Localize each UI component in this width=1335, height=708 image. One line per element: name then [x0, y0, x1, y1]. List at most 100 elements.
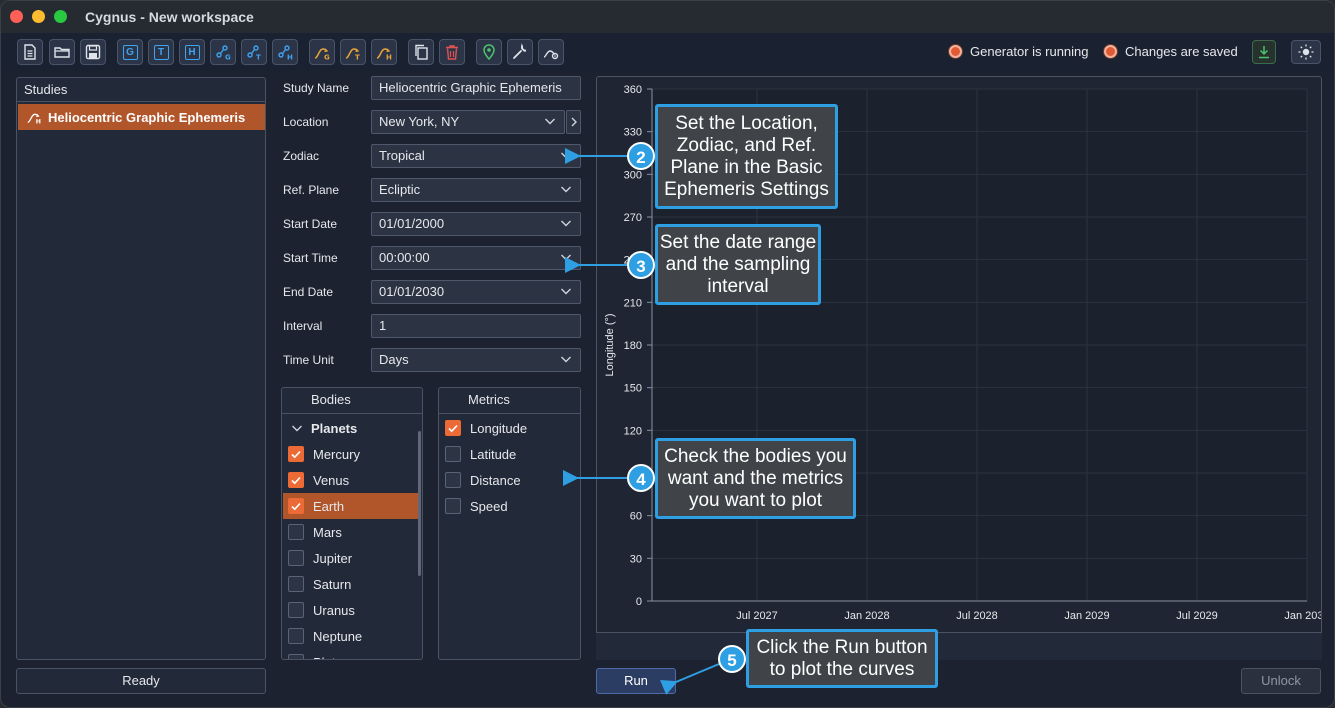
interval-input[interactable]: 1: [371, 314, 581, 338]
end-date-label: End Date: [283, 285, 334, 299]
save-button[interactable]: [80, 39, 106, 65]
start-date-picker[interactable]: 01/01/2000: [371, 212, 581, 236]
ref-plane-label: Ref. Plane: [283, 183, 340, 197]
body-item-venus[interactable]: Venus: [283, 467, 418, 493]
svg-text:H: H: [287, 54, 293, 62]
graph-h-icon: H: [278, 45, 293, 62]
ephemeris-g-button[interactable]: G: [309, 39, 335, 65]
y-tick-label: 30: [630, 553, 642, 565]
graph-g-icon: G: [216, 45, 231, 61]
metric-item-longitude[interactable]: Longitude: [440, 415, 527, 441]
theme-toggle-button[interactable]: [1291, 40, 1321, 64]
body-item-uranus[interactable]: Uranus: [283, 597, 418, 623]
ephemeris-h-icon: H: [27, 113, 41, 125]
bodies-scrollbar[interactable]: [418, 431, 421, 576]
download-button[interactable]: [1252, 40, 1276, 64]
graph-h-button[interactable]: H: [272, 39, 298, 65]
ephemeris-g-icon: G: [314, 48, 330, 61]
t-icon: T: [153, 44, 169, 60]
checkbox[interactable]: [288, 446, 304, 462]
graph-g-button[interactable]: G: [210, 39, 236, 65]
download-icon: [1259, 46, 1269, 59]
ref-plane-value: Ecliptic: [379, 182, 421, 197]
metric-item-speed[interactable]: Speed: [440, 493, 508, 519]
body-item-mercury[interactable]: Mercury: [283, 441, 418, 467]
checkbox[interactable]: [288, 524, 304, 540]
checkbox[interactable]: [445, 498, 461, 514]
chevron-down-icon: [561, 288, 571, 295]
svg-text:H: H: [36, 119, 41, 125]
body-item-label: Uranus: [313, 602, 355, 618]
location-pin-icon: [483, 44, 495, 61]
chevron-down-icon: [545, 118, 555, 125]
generator-status: Generator is running: [949, 44, 1089, 59]
arrow-5: [659, 663, 720, 695]
open-folder-button[interactable]: [49, 39, 75, 65]
minimize-window-button[interactable]: [32, 10, 45, 23]
body-item-pluto[interactable]: Pluto: [283, 649, 418, 659]
planets-group-toggle[interactable]: Planets: [283, 415, 357, 441]
checkbox[interactable]: [288, 654, 304, 659]
maximize-window-button[interactable]: [54, 10, 67, 23]
body-item-earth[interactable]: Earth: [283, 493, 418, 519]
location-pin-button[interactable]: [476, 39, 502, 65]
metric-item-latitude[interactable]: Latitude: [440, 441, 516, 467]
body-item-jupiter[interactable]: Jupiter: [283, 545, 418, 571]
y-tick-label: 300: [624, 169, 642, 181]
x-tick-label: Jan 2030: [1284, 610, 1321, 622]
callout-5-badge: 5: [718, 645, 746, 673]
h-button[interactable]: H: [179, 39, 205, 65]
run-button[interactable]: Run: [596, 668, 676, 694]
graph-t-button[interactable]: T: [241, 39, 267, 65]
new-document-button[interactable]: [17, 39, 43, 65]
close-window-button[interactable]: [10, 10, 23, 23]
new-document-icon: [24, 44, 36, 60]
location-select[interactable]: New York, NY: [371, 110, 565, 134]
delete-button[interactable]: [439, 39, 465, 65]
bodies-header: Bodies: [282, 388, 422, 414]
copy-button[interactable]: [408, 39, 434, 65]
checkbox[interactable]: [288, 550, 304, 566]
zodiac-select[interactable]: Tropical: [371, 144, 581, 168]
checkbox[interactable]: [445, 446, 461, 462]
ref-plane-select[interactable]: Ecliptic: [371, 178, 581, 202]
title-bar: Cygnus - New workspace: [1, 1, 1334, 33]
checkbox[interactable]: [288, 472, 304, 488]
wrench-button[interactable]: [507, 39, 533, 65]
planets-group-label: Planets: [311, 420, 358, 436]
checkbox[interactable]: [288, 628, 304, 644]
x-tick-label: Jan 2028: [844, 610, 889, 622]
start-time-picker[interactable]: 00:00:00: [371, 246, 581, 270]
checkbox[interactable]: [288, 576, 304, 592]
unlock-button[interactable]: Unlock: [1241, 668, 1321, 694]
time-unit-select[interactable]: Days: [371, 348, 581, 372]
metric-item-label: Distance: [470, 472, 521, 488]
checkbox[interactable]: [445, 472, 461, 488]
studies-header: Studies: [17, 78, 265, 102]
y-tick-label: 270: [624, 212, 642, 224]
g-button[interactable]: G: [117, 39, 143, 65]
end-date-picker[interactable]: 01/01/2030: [371, 280, 581, 304]
ephemeris-h-button[interactable]: H: [371, 39, 397, 65]
graph-t-icon: T: [247, 45, 261, 61]
body-item-mars[interactable]: Mars: [283, 519, 418, 545]
interval-label: Interval: [283, 319, 323, 333]
body-item-neptune[interactable]: Neptune: [283, 623, 418, 649]
checkbox[interactable]: [288, 498, 304, 514]
checkbox[interactable]: [445, 420, 461, 436]
checkbox[interactable]: [288, 602, 304, 618]
window-controls: [10, 10, 67, 23]
y-tick-label: 180: [624, 340, 642, 352]
location-details-button[interactable]: [566, 110, 581, 134]
body-item-saturn[interactable]: Saturn: [283, 571, 418, 597]
study-name-input[interactable]: Heliocentric Graphic Ephemeris: [371, 76, 581, 100]
wrench-icon: [513, 43, 527, 59]
ephemeris-t-button[interactable]: T: [340, 39, 366, 65]
t-button[interactable]: T: [148, 39, 174, 65]
settings-graph-button[interactable]: [538, 39, 564, 65]
y-tick-label: 0: [636, 596, 642, 608]
study-item[interactable]: H Heliocentric Graphic Ephemeris: [18, 104, 265, 130]
metric-item-distance[interactable]: Distance: [440, 467, 521, 493]
x-tick-label: Jul 2027: [736, 610, 778, 622]
